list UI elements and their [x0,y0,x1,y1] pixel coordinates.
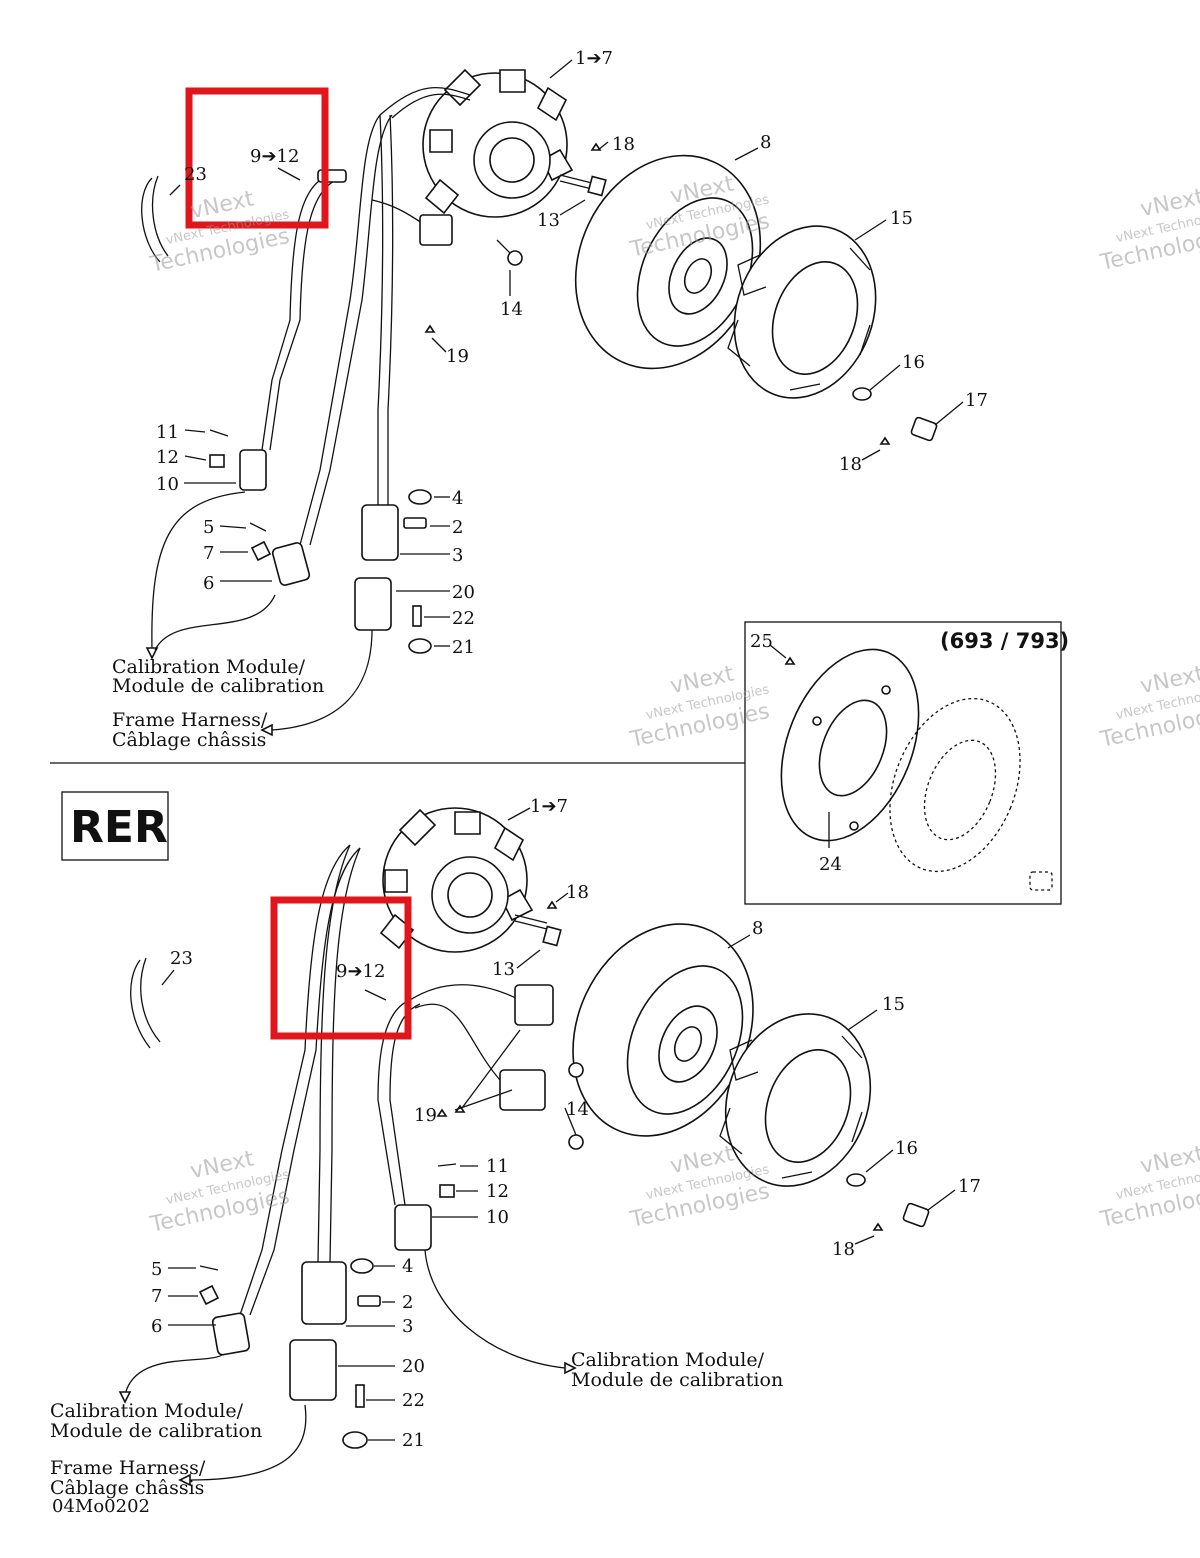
caption-frame-top-line1: Frame Harness/ [112,709,268,731]
top-harness [239,87,471,631]
highlight-box-bottom [270,896,412,1040]
callout-top: 19 [446,346,469,367]
top-small-parts [209,429,432,654]
callout-top: 18 [839,454,862,475]
callout-top: 2 [452,517,463,538]
bottom-leaders [118,807,956,1487]
callout-bottom: 18 [566,882,589,903]
caption-frame-top-line2: Câblage châssis [112,729,266,751]
caption-frame-bottom-line1: Frame Harness/ [50,1457,206,1479]
inset-693-793 [744,621,1062,905]
caption-calibration-top-line2: Module de calibration [112,675,324,697]
callout-top: 12 [156,447,179,468]
bottom-flywheel [572,923,754,1137]
caption-calibration-bottom-right-line2: Module de calibration [571,1369,783,1391]
callout-bottom: 15 [882,994,905,1015]
callout-bottom: 11 [486,1156,509,1177]
callout-top: 23 [184,164,207,185]
labels: RER (693 / 793) 04Mo0202 9➔12 9➔12 1➔7 1➔7 8 13 1… [50,48,1069,1517]
callout-bottom: 21 [402,1430,425,1451]
bottom-assembly [118,807,956,1487]
callout-bottom: 20 [402,1356,425,1377]
callout-top: 11 [156,422,179,443]
highlight-box-top [185,87,329,229]
callout-top: 15 [890,208,913,229]
callout-inset: 24 [819,854,842,875]
callout-top: 10 [156,474,179,495]
bottom-stator [379,807,534,953]
callout-bottom: 12 [486,1181,509,1202]
callout-9-12-top: 9➔12 [250,146,299,167]
callout-top: 16 [902,352,925,373]
callout-top: 7 [203,543,214,564]
top-fasteners [424,142,938,445]
callout-top: 20 [452,582,475,603]
bottom-tie-wrap [130,957,161,1049]
top-assembly [141,59,964,737]
callout-bottom: 6 [151,1316,162,1337]
callout-bottom: 4 [402,1256,413,1277]
bottom-fasteners [436,900,930,1231]
callout-top: 3 [452,545,463,566]
callout-bottom: 5 [151,1259,162,1280]
callout-bottom: 3 [402,1316,413,1337]
callout-bottom: 17 [958,1176,981,1197]
top-tie-wrap [141,175,169,263]
caption-calibration-bottom-left-line2: Module de calibration [50,1420,262,1442]
top-stator [422,68,574,218]
callout-top: 21 [452,637,475,658]
top-leaders [145,59,964,737]
callout-top: 22 [452,608,475,629]
caption-calibration-top-line1: Calibration Module/ [112,656,306,678]
callout-9-12-bottom: 9➔12 [336,961,385,982]
top-ring-gear [727,225,877,399]
callout-bottom: 13 [492,959,515,980]
callout-top: 6 [203,573,214,594]
callout-bottom: 2 [402,1292,413,1313]
callout-bottom: 7 [151,1286,162,1307]
callout-top: 8 [760,132,771,153]
callout-bottom: 18 [832,1239,855,1260]
callout-bottom: 10 [486,1207,509,1228]
doc-code: 04Mo0202 [52,1496,150,1517]
callout-bottom: 19 [414,1105,437,1126]
caption-frame-bottom-line2: Câblage châssis [50,1477,204,1499]
callout-bottom: 14 [566,1099,589,1120]
bottom-ring-gear [719,1013,872,1187]
callout-bottom: 8 [752,918,763,939]
callout-top: 5 [203,517,214,538]
callout-top: 18 [612,134,635,155]
callout-inset: 25 [750,631,773,652]
inset-label: (693 / 793) [940,629,1069,653]
callout-top: 14 [500,299,523,320]
bottom-small-parts [198,1163,457,1449]
variant-label: RER [70,802,168,853]
callout-1-7-top: 1➔7 [575,48,613,69]
callout-bottom: 22 [402,1390,425,1411]
callout-top: 4 [452,488,463,509]
bottom-harness [211,844,554,1401]
rer-label-box [61,791,169,861]
top-flywheel [574,154,762,370]
callout-bottom: 16 [895,1138,918,1159]
callout-bottom: 23 [170,948,193,969]
caption-calibration-bottom-right-line1: Calibration Module/ [571,1349,765,1371]
callout-1-7-bottom: 1➔7 [530,796,568,817]
callout-top: 13 [537,210,560,231]
callout-top: 17 [965,390,988,411]
caption-calibration-bottom-left-line1: Calibration Module/ [50,1400,244,1422]
